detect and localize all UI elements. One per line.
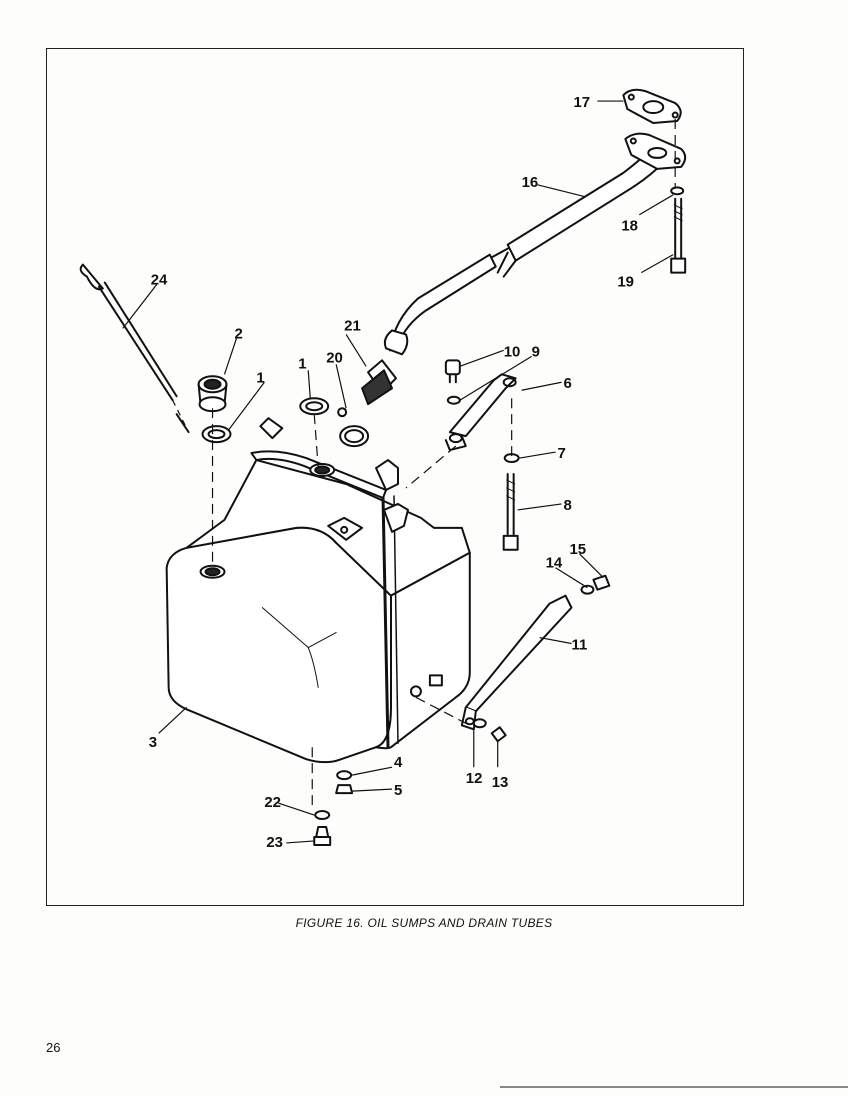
callout-21: 21	[344, 317, 361, 334]
exploded-diagram: 1 1 2 3 4 5 6 7 8 9 10 11 12 13 14 15 16…	[79, 88, 687, 851]
assembly-lines	[172, 119, 676, 808]
sealing-ring-right	[299, 397, 330, 416]
strap-screw	[472, 718, 507, 743]
support-strap	[460, 574, 611, 731]
callout-24: 24	[151, 272, 168, 289]
figure-frame: 1 1 2 3 4 5 6 7 8 9 10 11 12 13 14 15 16…	[46, 48, 744, 906]
callout-15: 15	[569, 541, 586, 558]
oil-sump-tank	[165, 417, 471, 764]
filler-fitting	[197, 375, 228, 413]
scan-edge-line	[500, 1086, 848, 1088]
callout-13: 13	[492, 774, 509, 791]
dipstick	[79, 263, 190, 434]
callout-12: 12	[466, 770, 483, 787]
callout-5: 5	[394, 782, 402, 799]
bracket-bolt	[444, 359, 461, 405]
callout-22: 22	[264, 794, 281, 811]
callout-3: 3	[149, 734, 157, 751]
callout-16: 16	[522, 174, 539, 191]
tube-flange	[624, 132, 687, 170]
flange-gasket	[622, 88, 682, 125]
callout-1a: 1	[298, 355, 306, 372]
callout-14: 14	[546, 555, 563, 572]
callout-17: 17	[573, 94, 590, 111]
callout-23: 23	[266, 834, 283, 851]
callout-2: 2	[234, 325, 242, 342]
callout-6: 6	[564, 375, 572, 392]
callout-11: 11	[571, 637, 587, 654]
callout-18: 18	[621, 218, 638, 235]
callout-10: 10	[504, 343, 521, 360]
callouts: 1 1 2 3 4 5 6 7 8 9 10 11 12 13 14 15 16…	[149, 94, 638, 851]
callout-19: 19	[617, 274, 634, 291]
drain-plug	[313, 810, 332, 846]
sealing-ring-left	[201, 425, 232, 444]
callout-8: 8	[564, 497, 572, 514]
long-bolt	[502, 453, 520, 551]
flange-bolt	[670, 186, 687, 274]
drain-tube	[383, 147, 667, 356]
mounting-bracket	[444, 373, 517, 452]
leader-lines	[122, 100, 674, 844]
page-number: 26	[46, 1040, 61, 1055]
callout-7: 7	[558, 445, 566, 462]
hose-and-clamp	[337, 359, 397, 448]
callout-1b: 1	[256, 369, 264, 386]
callout-9: 9	[532, 343, 540, 360]
figure-caption: FIGURE 16. OIL SUMPS AND DRAIN TUBES	[295, 916, 553, 930]
lower-nut	[335, 770, 354, 795]
callout-4: 4	[394, 754, 403, 771]
callout-20: 20	[326, 349, 343, 366]
